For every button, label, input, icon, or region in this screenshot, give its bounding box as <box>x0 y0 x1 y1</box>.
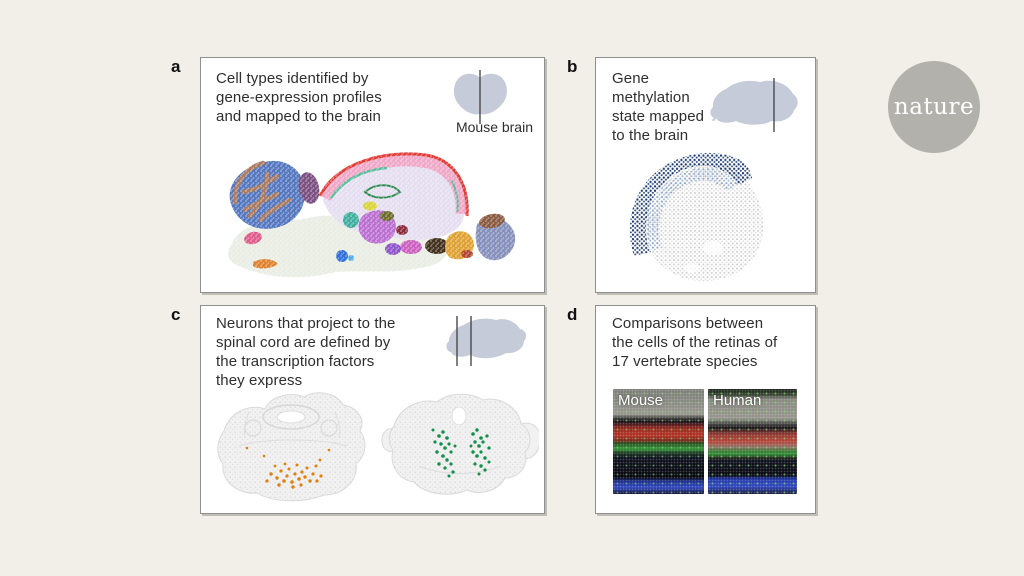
mouse-brain-top-view-icon <box>453 70 507 124</box>
panel-d-letter: d <box>567 305 578 324</box>
nature-logo: nature <box>888 61 980 153</box>
nature-wordmark: nature <box>893 94 975 120</box>
coronal-sections-image <box>217 392 539 502</box>
brain-side-view-icon-two-sections <box>446 316 527 366</box>
coronal-section-right <box>381 393 539 495</box>
panel-c-caption: Neurons that project to the spinal cord … <box>216 315 396 389</box>
cell-type-atlas-sagittal-image <box>215 150 535 288</box>
panel-c-spinal-projection: Neurons that project to the spinal cord … <box>200 305 545 514</box>
methylated-cortex-crescent <box>629 152 752 256</box>
orange-neuron-dots <box>245 446 331 489</box>
panel-d-retina-comparison: Comparisons between the cells of the ret… <box>595 305 816 514</box>
green-neuron-dots <box>431 428 491 478</box>
retina-micrograph-mouse: Mouse <box>613 389 704 494</box>
panel-b-letter: b <box>567 57 578 76</box>
panel-c-letter: c <box>171 305 181 324</box>
panel-a-cell-types: Cell types identified by gene-expression… <box>200 57 545 293</box>
retina-micrograph-human: Human <box>708 389 797 494</box>
methylation-inner-band <box>646 167 738 251</box>
brain-side-view-icon-one-section <box>710 78 798 132</box>
retina-label-mouse: Mouse <box>618 392 664 409</box>
retina-label-human: Human <box>713 392 762 409</box>
methylation-scatter-section-image <box>629 152 764 282</box>
panel-a-letter: a <box>171 57 181 76</box>
mouse-brain-icon-caption: Mouse brain <box>455 119 533 135</box>
coronal-section-left <box>217 392 366 502</box>
panel-b-caption: Gene methylation state mapped to the bra… <box>612 70 705 144</box>
panel-b-methylation: Gene methylation state mapped to the bra… <box>595 57 816 293</box>
panel-d-caption: Comparisons between the cells of the ret… <box>612 315 778 370</box>
panel-a-caption: Cell types identified by gene-expression… <box>216 70 382 125</box>
